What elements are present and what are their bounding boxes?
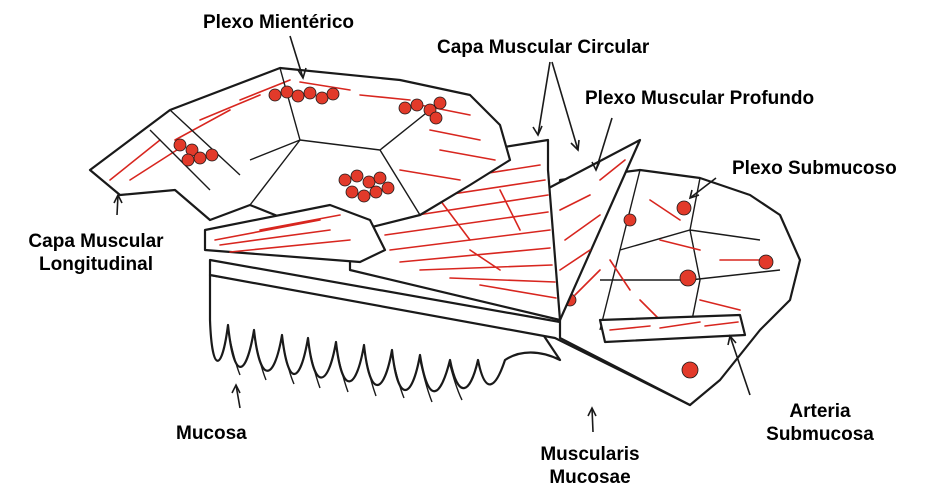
label-arteria-submucosa: Arteria Submucosa	[740, 400, 900, 446]
label-plexo-submucoso: Plexo Submucoso	[732, 157, 897, 180]
label-arteria-submucosa-line1: Arteria	[740, 400, 900, 423]
label-plexo-mienterico: Plexo Mientérico	[203, 11, 354, 34]
label-arteria-submucosa-line2: Submucosa	[740, 423, 900, 446]
label-mucosa: Mucosa	[176, 422, 247, 445]
label-capa-muscular-longitudinal-line2: Longitudinal	[6, 253, 186, 276]
label-muscularis-mucosae-line1: Muscularis	[510, 443, 670, 466]
label-muscularis-mucosae: Muscularis Mucosae	[510, 443, 670, 489]
label-plexo-muscular-profundo: Plexo Muscular Profundo	[585, 87, 814, 110]
label-muscularis-mucosae-line2: Mucosae	[510, 466, 670, 489]
label-capa-muscular-circular: Capa Muscular Circular	[437, 36, 649, 59]
label-capa-muscular-longitudinal-line1: Capa Muscular	[6, 230, 186, 253]
label-capa-muscular-longitudinal: Capa Muscular Longitudinal	[6, 230, 186, 276]
